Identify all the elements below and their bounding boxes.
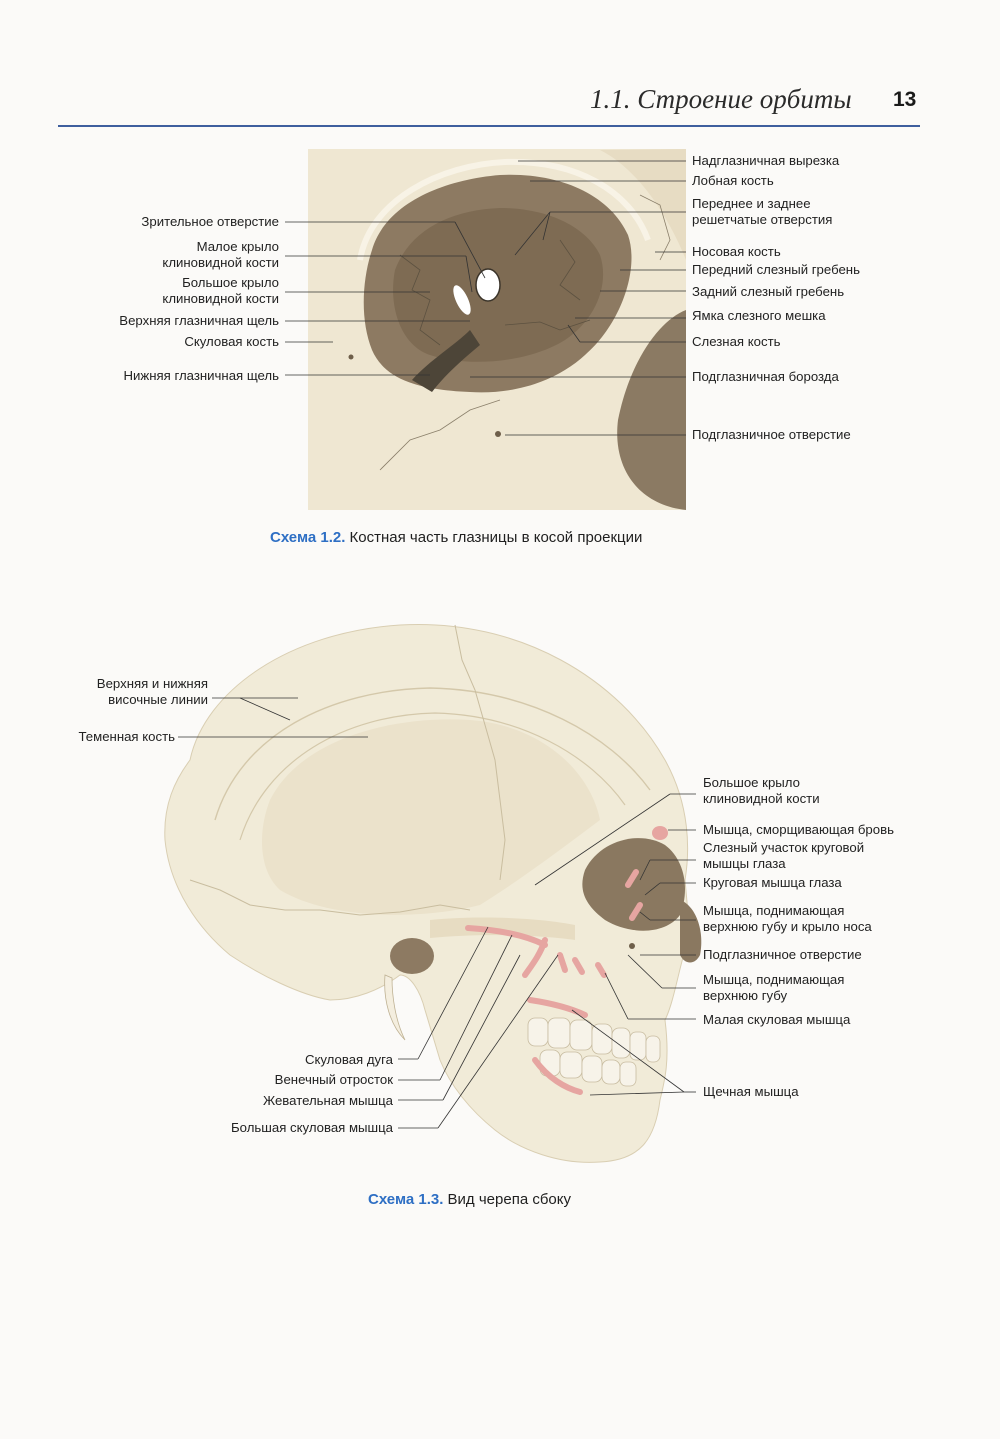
label-lesser-wing: Малое крыло клиновидной кости — [0, 239, 279, 272]
label-ethmoid-foramina: Переднее и заднее решетчатые отверстия — [692, 196, 832, 229]
header-rule — [58, 125, 920, 127]
page-number: 13 — [893, 88, 917, 111]
label-buccinator: Щечная мышца — [703, 1084, 799, 1099]
caption-text: Вид черепа сбоку — [447, 1191, 571, 1208]
caption-text: Костная часть глазницы в косой проекции — [349, 529, 643, 546]
label-greater-wing-skull-line1: Большое крыло — [703, 775, 800, 790]
orbit-leaders-left — [285, 221, 486, 376]
label-infraorbital-foramen-skull: Подглазничное отверстие — [703, 947, 862, 962]
caption-figure-1-3: Схема 1.3. Вид черепа сбоку — [368, 1191, 571, 1208]
label-greater-wing-skull: Большое крыло клиновидной кости — [703, 775, 820, 808]
orbit-leaders-right — [470, 160, 686, 436]
skull-leaders-right — [534, 793, 696, 1096]
label-lacrimal-bone: Слезная кость — [692, 334, 781, 349]
label-ethmoid-line2: решетчатые отверстия — [692, 212, 833, 228]
label-zygomatic-bone: Скуловая кость — [184, 334, 279, 349]
label-zygomaticus-major: Большая скуловая мышца — [231, 1120, 393, 1135]
caption-number: Схема 1.2. — [270, 529, 346, 546]
label-anterior-crest: Передний слезный гребень — [692, 262, 860, 277]
muscle-attachments — [465, 869, 643, 1095]
label-lesser-wing-line1: Малое крыло — [196, 239, 279, 254]
label-lesser-wing-line2: клиновидной кости — [162, 255, 279, 271]
label-greater-wing-skull-line2: клиновидной кости — [703, 791, 820, 807]
teeth — [527, 1017, 661, 1087]
label-corrugator: Мышца, сморщивающая бровь — [703, 822, 894, 837]
skull-leaders-left — [178, 697, 559, 1129]
label-levator-labii-alaeque-line2: верхнюю губу и крыло носа — [703, 919, 872, 935]
label-posterior-crest: Задний слезный гребень — [692, 284, 845, 299]
label-temporal-lines-line1: Верхняя и нижняя — [96, 676, 208, 691]
label-greater-wing-line2: клиновидной кости — [162, 291, 279, 307]
label-levator-labii-line1: Мышца, поднимающая — [703, 972, 845, 987]
caption-figure-1-2: Схема 1.2. Костная часть глазницы в косо… — [270, 529, 642, 546]
label-zygomaticus-minor: Малая скуловая мышца — [703, 1012, 851, 1027]
label-masseter: Жевательная мышца — [262, 1093, 393, 1108]
label-levator-labii-line2: верхнюю губу — [703, 988, 788, 1004]
label-levator-labii-alaeque-line1: Мышца, поднимающая — [703, 903, 845, 918]
label-infraorbital-groove: Подглазничная борозда — [692, 369, 839, 384]
label-nasal-bone: Носовая кость — [692, 244, 781, 259]
label-optic-foramen: Зрительное отверстие — [141, 214, 279, 229]
label-greater-wing: Большое крыло клиновидной кости — [0, 275, 279, 308]
label-lacrimal-orbicularis-line1: Слезный участок круговой — [703, 840, 865, 855]
corrugator-patch — [652, 826, 668, 840]
label-ethmoid-line1: Переднее и заднее — [692, 196, 811, 211]
label-orbicularis-oculi: Круговая мышца глаза — [703, 875, 842, 890]
label-zygomatic-arch: Скуловая дуга — [304, 1052, 393, 1067]
label-levator-labii-alaeque: Мышца, поднимающая верхнюю губу и крыло … — [703, 903, 872, 936]
label-lacrimal-orbicularis-line2: мышцы глаза — [703, 856, 786, 872]
skull-orbit — [582, 838, 685, 931]
label-inferior-fissure: Нижняя глазничная щель — [123, 368, 280, 383]
label-temporal-lines-line2: височные линии — [108, 692, 208, 708]
label-infraorbital-foramen: Подглазничное отверстие — [692, 427, 851, 442]
label-lacrimal-orbicularis: Слезный участок круговой мышцы глаза — [703, 840, 864, 873]
label-superior-fissure: Верхняя глазничная щель — [119, 313, 279, 328]
caption-number: Схема 1.3. — [368, 1191, 444, 1208]
running-title: 1.1. Строение орбиты — [590, 84, 852, 114]
label-greater-wing-line1: Большое крыло — [182, 275, 279, 290]
label-frontal-bone: Лобная кость — [692, 173, 774, 188]
label-levator-labii: Мышца, поднимающая верхнюю губу — [703, 972, 844, 1005]
label-supraorbital-notch: Надглазничная вырезка — [692, 153, 840, 168]
label-parietal-bone: Теменная кость — [78, 729, 175, 744]
label-lacrimal-fossa: Ямка слезного мешка — [692, 308, 826, 323]
label-temporal-lines: Верхняя и нижняя височные линии — [0, 676, 208, 709]
label-coronoid-process: Венечный отросток — [274, 1072, 393, 1087]
